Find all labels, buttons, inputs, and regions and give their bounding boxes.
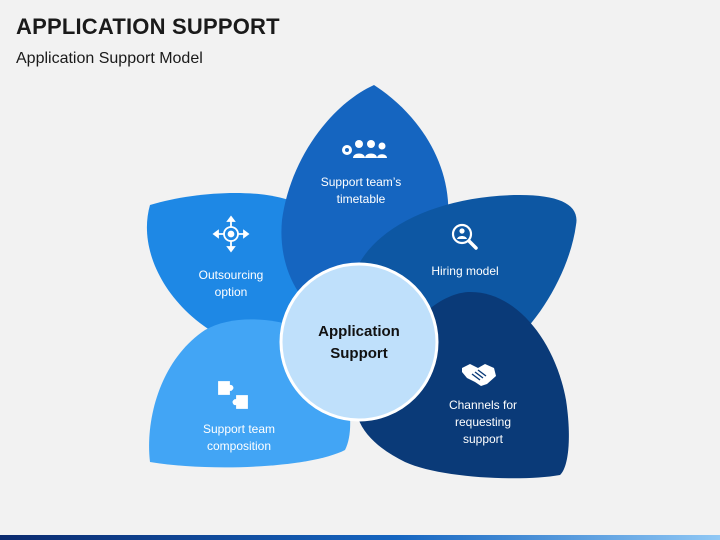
petal-hiring-label-1: Hiring model [431,264,498,278]
page-subtitle: Application Support Model [16,50,203,67]
petal-composition-label-1: Support team [203,422,275,436]
handshake-icon [462,364,496,386]
footer-accent-bar [0,535,720,540]
center-circle [279,262,439,422]
team-gears-icon [342,140,387,158]
petal-channels-label-1: Channels for [449,398,517,412]
petal-channels-label-3: support [463,432,504,446]
petal-timetable-label-2: timetable [337,192,386,206]
petal-channels-label-2: requesting [455,415,511,429]
search-person-icon [451,223,478,250]
petal-outsourcing-label-2: option [215,285,248,299]
network-hub-icon [212,215,250,253]
petal-timetable-label-1: Support team’s [321,175,402,189]
center-label-line1: Application [318,323,400,340]
petal-hiring-shape [360,195,577,345]
petal-outsourcing-label-1: Outsourcing [199,268,264,282]
petal-hiring [360,195,577,345]
center-label-line2: Support [330,345,388,362]
petal-composition-label-2: composition [207,439,271,453]
page-title: APPLICATION SUPPORT [16,14,280,39]
puzzle-hands-icon [218,381,248,409]
